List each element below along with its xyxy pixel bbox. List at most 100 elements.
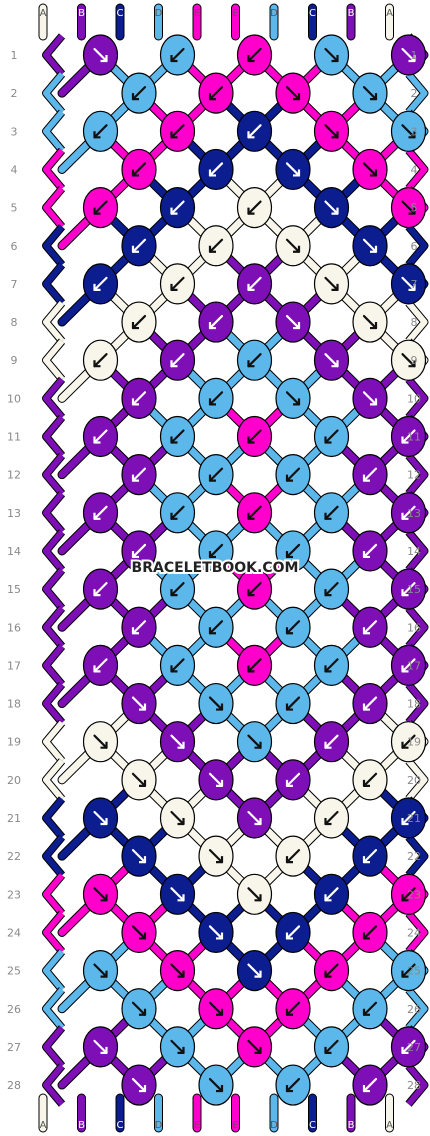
row-number-left: 26 [7,1003,21,1016]
knot-arrowhead-icon [362,474,370,482]
knot-arrowhead-icon [324,894,332,902]
row-number-left: 7 [11,278,18,291]
knot-arrow-icon [324,1039,339,1055]
knot [313,263,350,305]
edge-thread [43,873,65,916]
knot-arrow-icon [247,810,262,826]
knot [313,721,350,763]
knot [352,148,388,191]
knot [313,568,350,610]
knot-arrow-icon [401,505,416,520]
edge-thread [43,301,65,344]
knot-arrowhead-icon [247,283,255,291]
row-number-right: 6 [411,240,418,253]
knot [82,187,119,229]
knot [275,301,311,343]
bottom-thread-letter: E [194,1120,200,1131]
knot-arrowhead-icon [285,627,293,635]
knot [313,492,350,534]
edge-thread [406,606,428,649]
knot [159,644,196,687]
knot-arrowhead-icon [93,360,101,368]
knot-arrow-icon [247,200,262,215]
knot [198,377,234,419]
knot-arrowhead-icon [247,207,255,215]
knot-arrow-icon [93,505,108,520]
knot-arrowhead-icon [93,436,101,444]
knot-arrow-icon [247,963,262,978]
knot-arrow-icon [170,1039,185,1055]
row-number-right: 22 [407,850,421,863]
knot-arrow-icon [93,1039,108,1055]
knot-arrow-icon [362,314,378,330]
row-number-right: 1 [411,49,418,62]
row-number-left: 11 [7,431,21,444]
row-number-left: 13 [7,507,21,520]
knot-arrowhead-icon [93,283,101,291]
knot-arrowhead-icon [93,131,101,139]
knot-arrowhead-icon [324,970,332,978]
knot [352,72,388,114]
edge-thread [43,491,65,534]
knot [121,454,157,496]
row-number-right: 23 [407,888,421,901]
row-number-right: 18 [407,698,421,711]
knot [313,797,350,839]
knot-arrowhead-icon [93,589,101,597]
knot-arrowhead-icon [401,894,409,902]
knot [159,415,196,458]
knot-arrowhead-icon [131,627,139,635]
knot-arrowhead-icon [254,741,262,749]
knot-arrowhead-icon [208,550,216,559]
knot-arrow-icon [208,925,224,940]
knot-arrow-icon [247,429,262,444]
knot-arrowhead-icon [139,856,147,864]
knot [159,492,196,534]
knot-arrowhead-icon [216,779,224,787]
knot-arrowhead-icon [408,283,416,291]
edge-thread [43,1064,65,1107]
knot-arrowhead-icon [170,283,178,291]
knot-arrow-icon [208,238,224,253]
edge-thread [43,682,65,725]
knot-arrowhead-icon [177,970,185,978]
edge-thread [43,148,65,191]
knot-arrowhead-icon [208,93,216,101]
knot [198,148,234,191]
knot [198,759,234,801]
knot [390,415,427,458]
knot [82,644,119,687]
knot-arrow-icon [247,47,262,63]
knot-arrow-icon [208,849,224,864]
knot [82,263,119,305]
knot-arrow-icon [401,810,416,826]
knot-arrow-icon [324,429,339,444]
bottom-thread-letter: E [232,1120,238,1131]
top-thread-letter: B [78,8,85,19]
knot-arrowhead-icon [285,1085,293,1093]
knot-arrowhead-icon [370,398,378,406]
knot [352,682,388,725]
knot-arrow-icon [362,1077,378,1093]
knot [121,606,157,648]
knot [198,225,234,267]
knot [159,1026,196,1068]
knot [121,682,157,725]
knot-arrow-icon [131,1001,147,1016]
knot [352,530,388,572]
row-number-right: 24 [407,926,421,939]
knot-arrow-icon [362,543,378,559]
knot-arrowhead-icon [408,360,416,368]
knot [198,988,234,1030]
knot-arrowhead-icon [254,818,262,826]
row-number-right: 2 [411,87,418,100]
row-number-right: 8 [411,316,418,329]
knot [390,110,427,152]
row-number-right: 11 [407,431,421,444]
knot [198,835,234,877]
knot-arrow-icon [401,658,416,673]
knot-arrowhead-icon [208,627,216,635]
knot-arrow-icon [285,238,301,253]
knot-arrow-icon [285,543,301,559]
row-number-right: 13 [407,507,421,520]
